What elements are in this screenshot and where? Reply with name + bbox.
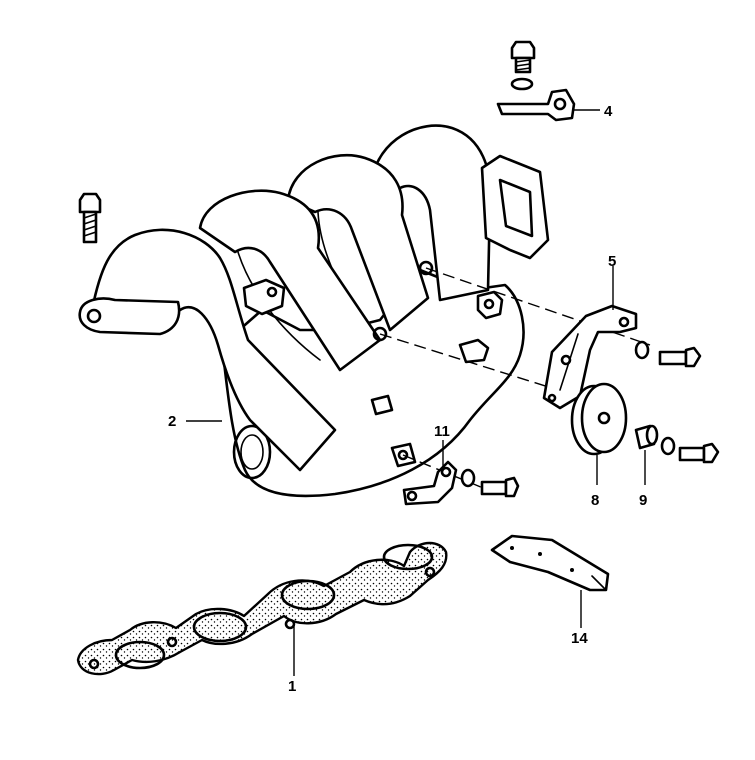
- washer-11: [460, 468, 476, 488]
- throttle-flange: [480, 154, 550, 260]
- bolt-11: [480, 476, 520, 498]
- spacer-sleeve-part-9: [634, 424, 659, 450]
- callout-8: 8: [591, 492, 599, 509]
- callout-5: 5: [608, 253, 616, 270]
- manifold-runner-2: [198, 189, 382, 372]
- bracket-part-4-assembly: [496, 40, 576, 122]
- callout-11: 11: [434, 423, 450, 440]
- bolt-top: [510, 40, 536, 60]
- gasket-part-1: [76, 541, 448, 676]
- plenum-port: [232, 424, 272, 480]
- manifold-boss-right: [476, 290, 504, 320]
- small-bracket-part-11: [402, 460, 458, 506]
- washer-9: [660, 436, 676, 456]
- callout-14: 14: [571, 630, 588, 647]
- rubber-bushing-part-8: [570, 382, 628, 456]
- intake-manifold-part-2: [78, 124, 550, 498]
- manifold-boss-left: [242, 278, 286, 316]
- bolt-5: [658, 346, 702, 368]
- bracket-4: [496, 88, 576, 122]
- callout-4: 4: [604, 103, 613, 120]
- manifold-runner-3: [286, 153, 430, 332]
- callout-2: 2: [168, 413, 176, 430]
- flange-bolt: [78, 192, 102, 244]
- manifold-runner-4: [370, 124, 492, 302]
- bolt-9: [678, 442, 720, 464]
- callout-9: 9: [639, 492, 647, 509]
- manifold-flange: [78, 297, 181, 336]
- support-bracket-part-5: [542, 304, 638, 410]
- support-plate-part-14: [490, 534, 610, 592]
- leader-lines: [186, 109, 646, 676]
- washer-top: [510, 77, 534, 91]
- washer-5: [634, 340, 650, 360]
- callout-1: 1: [288, 678, 296, 695]
